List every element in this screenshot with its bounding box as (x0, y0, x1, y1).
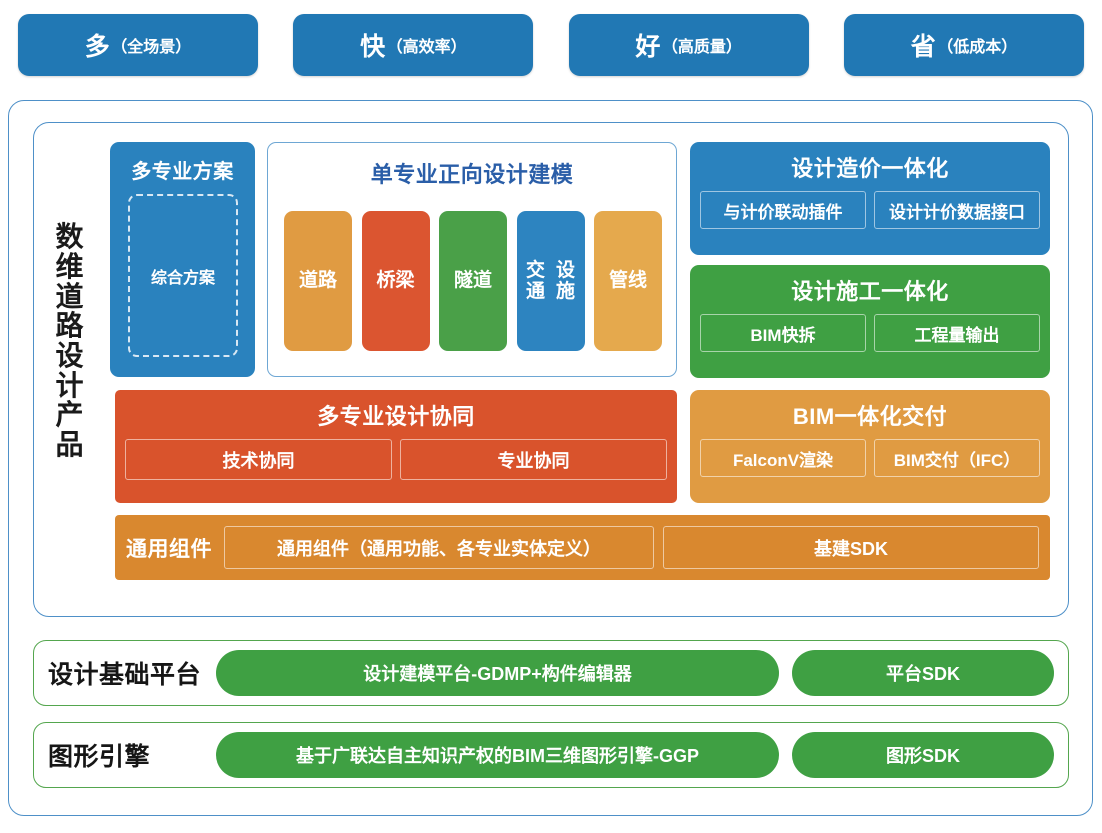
slogan-sub-text: （低成本） (937, 39, 1018, 56)
subbox-professional-collaboration[interactable]: 专业协同 (400, 439, 667, 480)
slogan-main-text: 省 (910, 33, 937, 61)
slogan-button-duo[interactable]: 多 （全场景） (18, 14, 258, 76)
subbox-bim-delivery-ifc[interactable]: BIM交付（IFC） (874, 439, 1040, 477)
single-discipline-modeling-card: 单专业正向设计建模 道路 桥梁 隧道 交通设施 管线 (267, 142, 677, 377)
multi-discipline-collaboration-title: 多专业设计协同 (317, 404, 475, 429)
slogan-button-hao[interactable]: 好 （高质量） (568, 14, 809, 76)
vertical-label-char: 品 (55, 429, 85, 461)
subbox-pricing-plugin[interactable]: 与计价联动插件 (700, 191, 866, 229)
multi-discipline-collaboration-card[interactable]: 多专业设计协同 技术协同 专业协同 (115, 390, 677, 503)
graphics-engine-row: 图形引擎 基于广联达自主知识产权的BIM三维图形引擎-GGP 图形SDK (33, 722, 1069, 788)
subbox-falconv-render[interactable]: FalconV渲染 (700, 439, 866, 477)
slogan-button-kuai[interactable]: 快 （高效率） (293, 14, 534, 76)
vertical-label-char: 道 (55, 280, 85, 312)
design-construction-integration-card[interactable]: 设计施工一体化 BIM快拆 工程量输出 (690, 265, 1050, 378)
slogan-row: 多 （全场景） 快 （高效率） 好 （高质量） 省 （低成本） (0, 14, 1102, 80)
slogan-main-text: 快 (360, 33, 386, 61)
multi-discipline-solution-title: 多专业方案 (131, 161, 234, 183)
subbox-pricing-data-interface[interactable]: 设计计价数据接口 (874, 191, 1040, 229)
discipline-chip-pipeline[interactable]: 管线 (594, 211, 662, 351)
graphics-engine-main-pill[interactable]: 基于广联达自主知识产权的BIM三维图形引擎-GGP (216, 732, 779, 778)
design-base-platform-row: 设计基础平台 设计建模平台-GDMP+构件编辑器 平台SDK (33, 640, 1069, 706)
product-vertical-label: 数 维 道 路 设 计 产 品 (48, 186, 92, 496)
vertical-label-char: 计 (55, 369, 85, 401)
subbox-quantity-output[interactable]: 工程量输出 (874, 314, 1040, 352)
slogan-main-text: 好 (635, 33, 661, 61)
single-discipline-modeling-title: 单专业正向设计建模 (370, 162, 574, 187)
discipline-chip-tunnel[interactable]: 隧道 (439, 211, 507, 351)
discipline-chip-row: 道路 桥梁 隧道 交通设施 管线 (284, 211, 662, 351)
design-base-platform-sdk-pill[interactable]: 平台SDK (792, 650, 1054, 696)
graphics-engine-sdk-pill[interactable]: 图形SDK (792, 732, 1054, 778)
discipline-chip-bridge[interactable]: 桥梁 (361, 211, 430, 351)
design-cost-integration-card[interactable]: 设计造价一体化 与计价联动插件 设计计价数据接口 (690, 142, 1050, 255)
discipline-chip-road[interactable]: 道路 (284, 211, 352, 351)
general-components-sdk-box[interactable]: 基建SDK (663, 526, 1039, 569)
general-components-bar: 通用组件 通用组件（通用功能、各专业实体定义） 基建SDK (115, 515, 1050, 580)
vertical-label-char: 设 (55, 340, 85, 371)
general-components-main-box[interactable]: 通用组件（通用功能、各专业实体定义） (224, 526, 654, 569)
design-base-platform-main-pill[interactable]: 设计建模平台-GDMP+构件编辑器 (216, 650, 779, 696)
general-components-label: 通用组件 (126, 537, 212, 561)
comprehensive-solution-box[interactable]: 综合方案 (128, 194, 238, 357)
slogan-sub-text: （高质量） (661, 39, 742, 56)
vertical-label-char: 数 (55, 221, 85, 253)
slogan-sub-text: （高效率） (386, 39, 467, 56)
multi-discipline-solution-card[interactable]: 多专业方案 综合方案 (110, 142, 255, 377)
vertical-label-char: 维 (55, 250, 85, 282)
design-cost-integration-items: 与计价联动插件 设计计价数据接口 (700, 191, 1040, 229)
vertical-label-char: 路 (55, 310, 85, 342)
bim-integrated-delivery-items: FalconV渲染 BIM交付（IFC） (700, 439, 1040, 477)
subbox-technical-collaboration[interactable]: 技术协同 (125, 439, 392, 480)
graphics-engine-label: 图形引擎 (48, 743, 151, 771)
multi-discipline-collaboration-items: 技术协同 专业协同 (125, 439, 667, 480)
slogan-main-text: 多 (84, 33, 111, 61)
design-construction-integration-title: 设计施工一体化 (791, 279, 949, 304)
design-cost-integration-title: 设计造价一体化 (791, 156, 949, 181)
design-construction-integration-items: BIM快拆 工程量输出 (700, 314, 1040, 352)
discipline-chip-traffic-facility[interactable]: 交通设施 (516, 211, 585, 351)
slogan-button-sheng[interactable]: 省 （低成本） (843, 14, 1084, 76)
bim-integrated-delivery-card[interactable]: BIM一体化交付 FalconV渲染 BIM交付（IFC） (690, 390, 1050, 503)
slogan-sub-text: （全场景） (111, 39, 192, 56)
design-base-platform-label: 设计基础平台 (48, 661, 202, 689)
subbox-bim-quick-split[interactable]: BIM快拆 (700, 314, 866, 352)
vertical-label-char: 产 (55, 399, 85, 431)
bim-integrated-delivery-title: BIM一体化交付 (792, 404, 948, 429)
